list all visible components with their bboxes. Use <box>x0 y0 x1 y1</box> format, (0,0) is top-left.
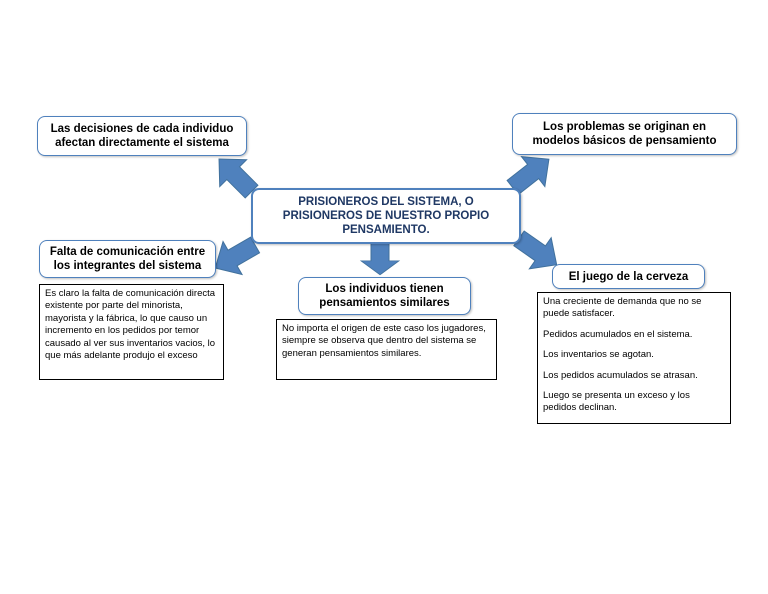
arrow-to-individuos <box>360 242 400 276</box>
node-problemas: Los problemas se originan en modelos bás… <box>512 113 737 155</box>
node-comunicacion: Falta de comunicación entre los integran… <box>39 240 216 278</box>
node-cerveza-label: El juego de la cerveza <box>568 270 689 283</box>
node-decisiones-label: Las decisiones de cada individuo afectan… <box>50 123 234 149</box>
note-individuos: No importa el origen de este caso los ju… <box>276 319 497 380</box>
node-individuos: Los individuos tienen pensamientos simil… <box>298 277 471 315</box>
node-problemas-label: Los problemas se originan en modelos bás… <box>532 121 717 147</box>
note-cerveza: Una creciente de demanda que no se puede… <box>537 292 731 424</box>
node-decisiones: Las decisiones de cada individuo afectan… <box>37 116 247 156</box>
node-cerveza: El juego de la cerveza <box>552 264 705 289</box>
note-cerveza-item: Los inventarios se agotan. <box>543 349 654 361</box>
note-cerveza-item: Los pedidos acumulados se atrasan. <box>543 369 698 381</box>
center-topic: PRISIONEROS DEL SISTEMA, O PRISIONEROS D… <box>251 188 521 244</box>
note-individuos-text: No importa el origen de este caso los ju… <box>282 323 486 359</box>
center-topic-label: PRISIONEROS DEL SISTEMA, O PRISIONEROS D… <box>282 196 490 236</box>
note-cerveza-item: Una creciente de demanda que no se puede… <box>543 296 702 320</box>
note-comunicacion-text: Es claro la falta de comunicación direct… <box>45 288 216 362</box>
node-comunicacion-label: Falta de comunicación entre los integran… <box>49 246 206 272</box>
note-comunicacion: Es claro la falta de comunicación direct… <box>39 284 224 380</box>
note-cerveza-item: Luego se presenta un exceso y los pedido… <box>543 390 690 414</box>
note-cerveza-item: Pedidos acumulados en el sistema. <box>543 328 693 340</box>
node-individuos-label: Los individuos tienen pensamientos simil… <box>319 283 450 309</box>
